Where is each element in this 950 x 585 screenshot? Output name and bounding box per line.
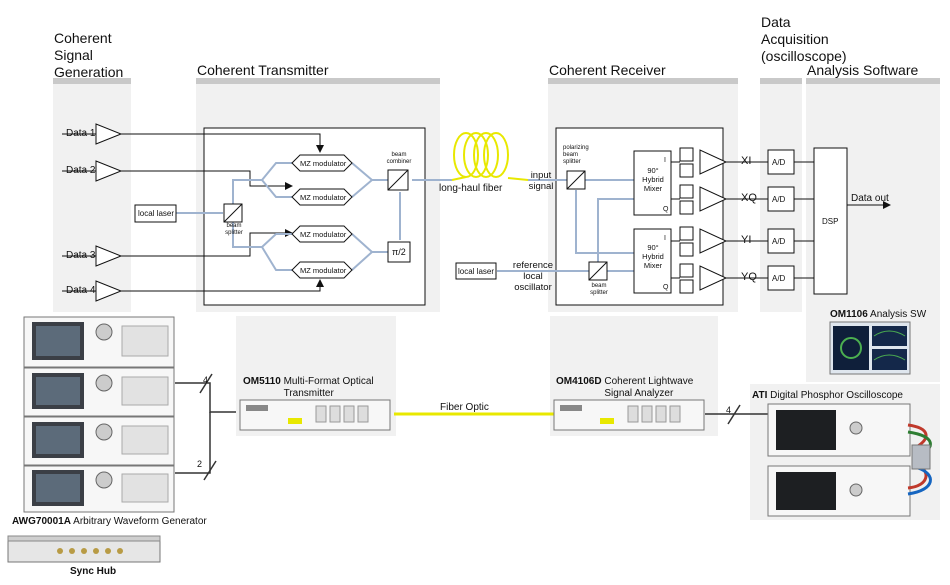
om4106d-device: [553, 399, 705, 431]
om4106d-caption: OM4106D Coherent Lightwave Signal Analyz…: [556, 376, 714, 400]
sync-hub-device: [7, 535, 161, 563]
ad-4-label: A/D: [772, 274, 786, 283]
long-haul-fiber-label: long-haul fiber: [439, 183, 503, 194]
signal-gen-heading: Coherent Signal Generation: [54, 30, 124, 80]
xq-label: XQ: [741, 192, 757, 204]
yi-label: YI: [741, 234, 752, 246]
om1106-caption: OM1106 Analysis SW: [830, 309, 926, 321]
polarizing-splitter-label: polarizing beam splitter: [563, 145, 589, 165]
mz-modulators: [291, 154, 353, 279]
tx-beam-splitter-label: beam splitter: [225, 223, 243, 236]
data-out-label: Data out: [851, 193, 889, 204]
bus-rx-scope-label: 4: [726, 405, 732, 415]
hybrid-mixer-2-label: 90° Hybrid Mixer: [642, 243, 664, 270]
rx-local-laser-label: local laser: [458, 267, 495, 276]
analysis-bar: [806, 78, 940, 84]
xi-label: XI: [741, 155, 752, 167]
signal-gen-panel: [53, 82, 131, 312]
awg-caption: AWG70001A Arbitrary Waveform Generator: [12, 516, 207, 528]
transmitter-heading: Coherent Transmitter: [197, 62, 329, 78]
hybrid-mixer-1-label: 90° Hybrid Mixer: [642, 166, 664, 193]
om5110-name: Multi-Format Optical Transmitter: [283, 376, 374, 399]
om1106-model: OM1106: [830, 309, 868, 320]
mixer-2-i-label: I: [664, 235, 666, 242]
om4106d-name: Coherent Lightwave Signal Analyzer: [604, 376, 694, 399]
om5110-device: [239, 399, 391, 431]
bus-awg-bottom-label: 2: [197, 459, 203, 469]
ad-3-label: A/D: [772, 237, 786, 246]
awg-stack: [23, 316, 175, 513]
ad-1-label: A/D: [772, 158, 786, 167]
fiber-coil: [451, 132, 529, 181]
ad-2-label: A/D: [772, 195, 786, 204]
phase-shift-label: π/2: [392, 247, 406, 257]
dsp-label: DSP: [822, 217, 839, 226]
bus-awg-tx-label: 4: [203, 375, 209, 385]
mz-modulator-1-label: MZ modulator: [300, 159, 347, 168]
signal-gen-bar: [53, 78, 131, 84]
receiver-heading: Coherent Receiver: [549, 62, 666, 78]
mz-modulator-4-label: MZ modulator: [300, 266, 347, 275]
om5110-model: OM5110: [243, 376, 281, 387]
data-3-label: Data 3: [66, 250, 96, 261]
awg-name: Arbitrary Waveform Generator: [73, 516, 207, 527]
input-signal-label: input signal: [528, 170, 554, 192]
acquisition-heading: Data Acquisition (oscilloscope): [761, 14, 847, 64]
awg-model: AWG70001A: [12, 516, 71, 527]
om5110-caption: OM5110 Multi-Format Optical Transmitter: [243, 376, 394, 400]
data-4-label: Data 4: [66, 285, 96, 296]
data-2-label: Data 2: [66, 165, 96, 176]
beam-combiner-label: beam combiner: [386, 152, 412, 165]
rx-beam-splitter-label: beam splitter: [590, 283, 608, 296]
mixer-1-i-label: I: [664, 157, 666, 164]
sync-hub-caption: Sync Hub: [70, 566, 117, 577]
om4106d-model: OM4106D: [556, 376, 602, 387]
acquisition-bar: [760, 78, 802, 84]
analysis-sw-screenshot: [829, 321, 911, 375]
tx-local-laser-label: local laser: [138, 209, 175, 218]
mixer-2-q-label: Q: [663, 284, 669, 291]
oscilloscopes: [767, 403, 932, 517]
scope-name: Digital Phosphor Oscilloscope: [770, 390, 903, 401]
analysis-heading: Analysis Software: [807, 62, 919, 78]
mixer-1-q-label: Q: [663, 206, 669, 213]
scope-model: ATI: [752, 390, 768, 401]
om1106-name: Analysis SW: [870, 309, 927, 320]
reference-oscillator-label: reference local oscillator: [512, 260, 554, 293]
scope-caption: ATI Digital Phosphor Oscilloscope: [752, 390, 903, 402]
receiver-bar: [548, 78, 738, 84]
data-buffers: [95, 123, 123, 302]
mz-modulator-2-label: MZ modulator: [300, 193, 347, 202]
yq-label: YQ: [741, 271, 757, 283]
mz-modulator-3-label: MZ modulator: [300, 230, 347, 239]
transmitter-bar: [196, 78, 440, 84]
fiber-optic-label: Fiber Optic: [440, 402, 489, 413]
data-1-label: Data 1: [66, 128, 96, 139]
